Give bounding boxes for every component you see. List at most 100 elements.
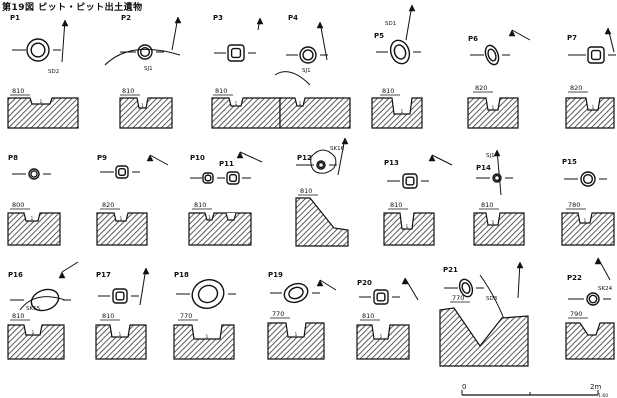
- pit-outline-inner: [30, 42, 46, 58]
- pit-label: P1: [10, 14, 20, 22]
- section-marker: 1: [208, 215, 211, 221]
- pit-outline-outer: [112, 288, 128, 304]
- pit-outline-inner: [461, 282, 471, 294]
- section-marker: 1: [206, 334, 209, 340]
- pit-outline-inner: [588, 294, 598, 304]
- pit-outline-outer: [191, 279, 225, 309]
- pit-label: P17: [96, 271, 111, 279]
- north-arrow-head: [236, 151, 244, 159]
- pit-outline-outer: [587, 46, 605, 64]
- pit-label: P19: [268, 271, 283, 279]
- pit-outline-outer: [586, 292, 600, 306]
- elevation-label: 810: [300, 187, 312, 195]
- north-arrow-head: [316, 279, 324, 287]
- elevation-label: 810: [102, 312, 114, 320]
- scale-end-label: 2m: [590, 383, 601, 391]
- north-arrow-head: [146, 154, 154, 162]
- section-profile: [225, 212, 237, 221]
- pit-label: P6: [468, 35, 478, 43]
- elevation-label: 810: [390, 201, 402, 209]
- pit-outline-inner: [288, 286, 304, 300]
- pit-label: P15: [562, 158, 577, 166]
- pit-outline-inner: [302, 49, 314, 61]
- feature-label: SJ1: [302, 68, 311, 74]
- north-arrow-head: [493, 149, 501, 157]
- pit-outline-outer: [458, 278, 474, 298]
- elevation-label: 800: [12, 201, 24, 209]
- north-arrow: [61, 19, 66, 63]
- feature-boundary: [104, 48, 181, 66]
- feature-label: SD3: [486, 296, 498, 302]
- pit-outline-inner: [487, 48, 497, 62]
- pit-label: P21: [443, 266, 458, 274]
- pit-outline-outer: [30, 288, 60, 312]
- north-arrow-head: [401, 277, 409, 285]
- north-arrow: [511, 29, 531, 41]
- pit-p11: P11: [219, 160, 251, 185]
- pit-outline-inner: [590, 49, 602, 61]
- pit-outline-inner: [204, 174, 212, 182]
- section-marker: 1: [32, 330, 35, 336]
- pit-label: P3: [213, 14, 223, 22]
- section-profile: [356, 324, 410, 360]
- pit-outline-outer: [484, 44, 500, 66]
- section-marker: 1: [299, 101, 302, 107]
- pit-outline-outer: [115, 165, 129, 179]
- scale-ratio-label: 1:60: [598, 393, 608, 398]
- pit-outline-inner: [30, 170, 38, 178]
- section-profile: [96, 212, 148, 246]
- elevation-label: 790: [570, 310, 582, 318]
- pit-label: P5: [374, 32, 384, 40]
- section-profile: [173, 324, 235, 360]
- feature-label: SJ1: [486, 153, 495, 159]
- section-profile: [371, 97, 423, 129]
- section-marker: 1: [380, 334, 383, 340]
- section-profile: [279, 97, 351, 129]
- pit-label: P22: [567, 274, 582, 282]
- north-arrow-head: [61, 19, 69, 27]
- elevation-label: 810: [12, 312, 24, 320]
- pit-label: P8: [8, 154, 18, 162]
- elevation-label: 810: [12, 87, 24, 95]
- north-arrow-head: [256, 17, 264, 25]
- elevation-label: 770: [272, 310, 284, 318]
- section-profile: [295, 197, 349, 247]
- pit-outline-inner: [228, 173, 237, 182]
- pit-outline-outer: [580, 171, 596, 187]
- pit-outline-inner: [317, 161, 325, 169]
- feature-label: SK15: [26, 306, 41, 312]
- pit-outline-inner: [230, 47, 242, 59]
- feature-outline: [310, 149, 337, 174]
- north-arrow: [239, 151, 263, 163]
- pit-label: P16: [8, 271, 23, 279]
- scale-zero-label: 0: [462, 383, 466, 391]
- elevation-label: 770: [452, 294, 464, 302]
- north-arrow-head: [594, 257, 602, 265]
- pit-outline-outer: [402, 173, 418, 189]
- pit-label: P2: [121, 14, 131, 22]
- feature-label: SD2: [48, 69, 59, 75]
- section-profile: [211, 97, 281, 129]
- elevation-label: 770: [180, 312, 192, 320]
- north-arrow-head: [516, 261, 524, 269]
- pit-outline-outer: [283, 282, 309, 304]
- north-arrow-head: [508, 29, 516, 37]
- north-arrow-head: [174, 16, 182, 24]
- section-marker: 1: [584, 218, 587, 224]
- section-marker: 1: [31, 216, 34, 222]
- section-profile: [119, 97, 173, 129]
- elevation-label: 820: [570, 84, 582, 92]
- pit-label: P12: [297, 154, 312, 162]
- pit-outline-inner: [197, 284, 219, 304]
